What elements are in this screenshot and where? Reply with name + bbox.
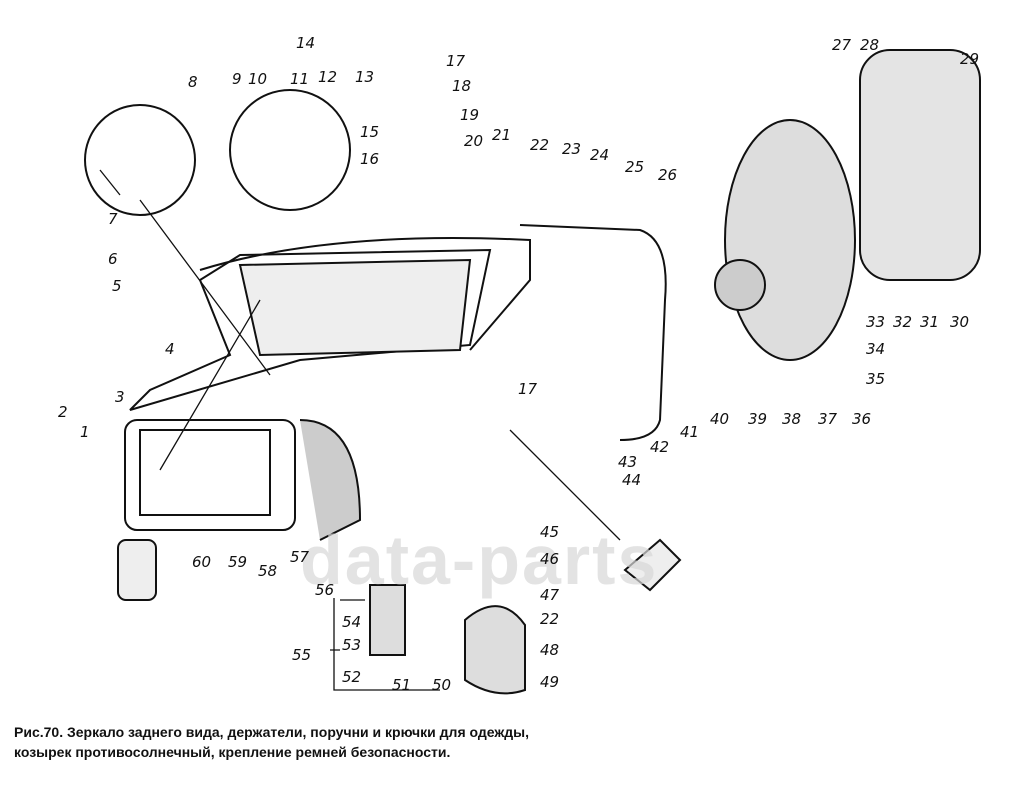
callout-23: 23 bbox=[562, 140, 582, 158]
callout-26: 26 bbox=[658, 166, 678, 184]
callout-21: 21 bbox=[492, 126, 512, 144]
callout-58: 58 bbox=[258, 562, 278, 580]
callout-11: 11 bbox=[290, 70, 310, 88]
callout-43: 43 bbox=[618, 453, 638, 471]
callout-27: 27 bbox=[832, 36, 852, 54]
callout-4: 4 bbox=[165, 340, 175, 358]
callout-46: 46 bbox=[540, 550, 560, 568]
callout-59: 59 bbox=[228, 553, 248, 571]
callout-2: 2 bbox=[58, 403, 68, 421]
callout-45: 45 bbox=[540, 523, 560, 541]
clip-49 bbox=[464, 605, 526, 695]
callout-24: 24 bbox=[590, 146, 610, 164]
diagram-drawing bbox=[84, 49, 981, 695]
callout-8: 8 bbox=[188, 73, 198, 91]
callout-47: 47 bbox=[540, 586, 560, 604]
headlight bbox=[139, 429, 271, 516]
callout-57: 57 bbox=[290, 548, 310, 566]
callout-31: 31 bbox=[920, 313, 940, 331]
callout-51: 51 bbox=[392, 676, 412, 694]
callout-53: 53 bbox=[342, 636, 362, 654]
callout-49: 49 bbox=[540, 673, 560, 691]
detail-circle-7 bbox=[84, 104, 196, 216]
callout-44: 44 bbox=[622, 471, 642, 489]
callout-37: 37 bbox=[818, 410, 838, 428]
cab-body bbox=[129, 248, 492, 411]
callout-36: 36 bbox=[852, 410, 872, 428]
callout-50: 50 bbox=[432, 676, 452, 694]
callout-33: 33 bbox=[866, 313, 886, 331]
callout-17: 17 bbox=[446, 52, 466, 70]
callout-42: 42 bbox=[650, 438, 670, 456]
callout-60: 60 bbox=[192, 553, 212, 571]
figure-caption: Рис.70. Зеркало заднего вида, держатели,… bbox=[14, 722, 529, 762]
callout-35: 35 bbox=[866, 370, 886, 388]
callout-55: 55 bbox=[292, 646, 312, 664]
callout-40: 40 bbox=[710, 410, 730, 428]
callout-6: 6 bbox=[108, 250, 118, 268]
callout-38: 38 bbox=[782, 410, 802, 428]
callout-30: 30 bbox=[950, 313, 970, 331]
callout-16: 16 bbox=[360, 150, 380, 168]
callout-5: 5 bbox=[112, 277, 122, 295]
mirror-ball-joint bbox=[714, 259, 766, 311]
callout-54: 54 bbox=[342, 613, 362, 631]
plate-56 bbox=[369, 584, 406, 656]
callout-9: 9 bbox=[232, 70, 242, 88]
callout-18: 18 bbox=[452, 77, 472, 95]
callout-20: 20 bbox=[464, 132, 484, 150]
callout-28: 28 bbox=[860, 36, 880, 54]
callout-34: 34 bbox=[866, 340, 886, 358]
callout-13: 13 bbox=[355, 68, 375, 86]
watermark: data-parts bbox=[300, 521, 659, 599]
callout-15: 15 bbox=[360, 123, 380, 141]
callout-39: 39 bbox=[748, 410, 768, 428]
callout-56: 56 bbox=[315, 581, 335, 599]
pad-60 bbox=[117, 539, 157, 601]
mirror-glass-27 bbox=[859, 49, 981, 281]
windshield bbox=[238, 258, 472, 357]
caption-line-1: Рис.70. Зеркало заднего вида, держатели,… bbox=[14, 724, 530, 740]
exploded-parts-diagram: data-parts 1 2 3 4 5 6 7 8 9 10 11 12 13… bbox=[58, 34, 981, 695]
callout-29: 29 bbox=[960, 50, 980, 68]
callout-1: 1 bbox=[80, 423, 90, 441]
caption-line-2: козырек противосолнечный, крепление ремн… bbox=[14, 744, 451, 760]
callout-19: 19 bbox=[460, 106, 480, 124]
mirror-back-34 bbox=[724, 119, 856, 361]
hood-front bbox=[124, 419, 296, 531]
callout-41: 41 bbox=[680, 423, 700, 441]
callout-14: 14 bbox=[296, 34, 316, 52]
callout-48: 48 bbox=[540, 641, 560, 659]
callout-25: 25 bbox=[625, 158, 645, 176]
callout-22-lower: 22 bbox=[540, 610, 560, 628]
callout-12: 12 bbox=[318, 68, 338, 86]
callout-22: 22 bbox=[530, 136, 550, 154]
callout-10: 10 bbox=[248, 70, 268, 88]
callout-7: 7 bbox=[108, 210, 118, 228]
detail-circle-14 bbox=[229, 89, 351, 211]
cab-roof bbox=[199, 237, 531, 351]
callout-52: 52 bbox=[342, 668, 362, 686]
callout-32: 32 bbox=[893, 313, 913, 331]
callout-17-lower: 17 bbox=[518, 380, 538, 398]
fender bbox=[299, 419, 362, 541]
bracket-48 bbox=[623, 538, 682, 592]
handrail-25 bbox=[519, 224, 667, 441]
callout-3: 3 bbox=[115, 388, 125, 406]
